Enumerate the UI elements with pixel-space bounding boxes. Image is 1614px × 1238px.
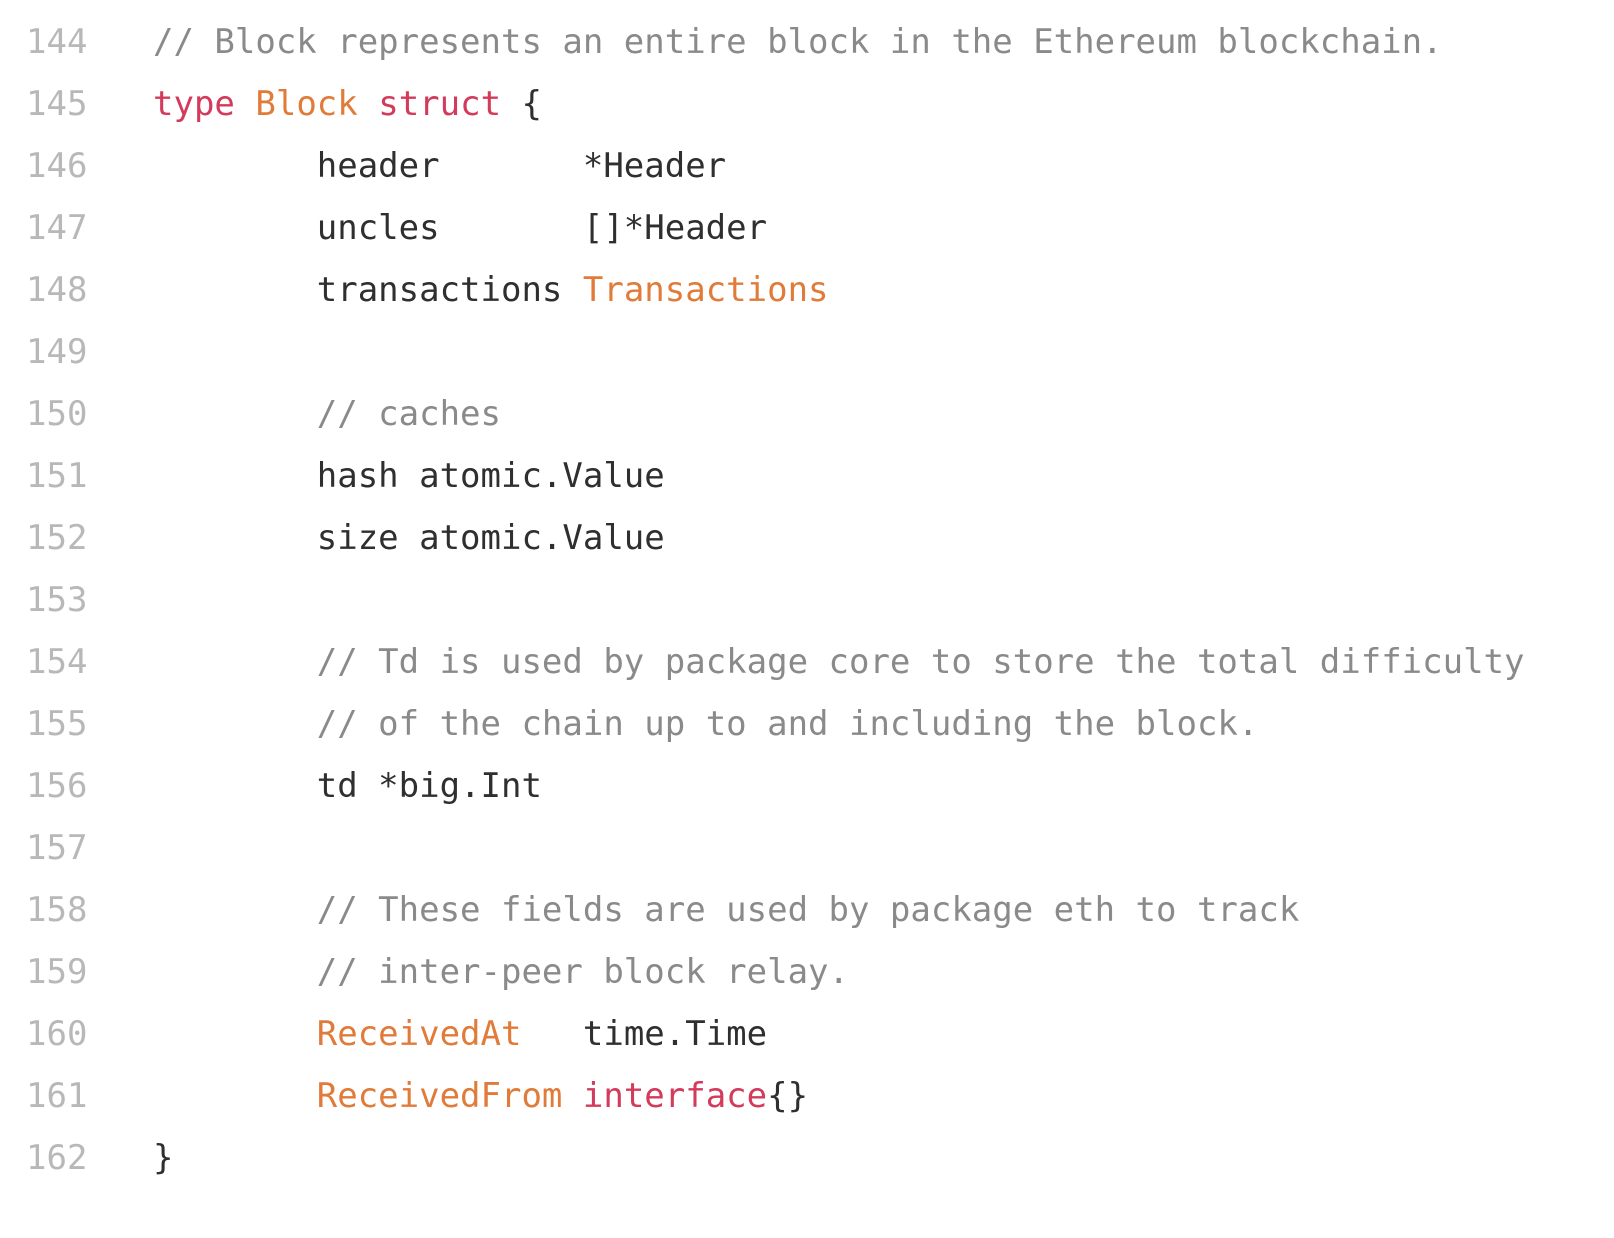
line-code: header *Header — [153, 134, 726, 198]
line-code: // inter-peer block relay. — [153, 940, 849, 1004]
code-token-plain: {} — [767, 1076, 809, 1116]
code-token-plain: time.Time — [521, 1014, 768, 1054]
code-line[interactable]: 152 size atomic.Value — [0, 506, 1614, 570]
code-token-comment: // Td is used by package core to store t… — [316, 642, 1525, 682]
code-line[interactable]: 162} — [0, 1126, 1614, 1190]
line-number: 160 — [26, 1014, 88, 1054]
line-number: 148 — [26, 270, 88, 310]
code-line[interactable]: 160 ReceivedAt time.Time — [0, 1002, 1614, 1066]
code-line[interactable]: 158 // These fields are used by package … — [0, 878, 1614, 942]
code-token-plain — [358, 84, 378, 124]
line-number: 149 — [26, 332, 88, 372]
code-line[interactable]: 157 — [0, 816, 1614, 880]
line-code: } — [153, 1126, 173, 1190]
code-token-plain — [153, 394, 317, 434]
line-number: 145 — [26, 84, 88, 124]
line-number: 162 — [26, 1138, 88, 1178]
line-number: 153 — [26, 580, 88, 620]
line-number: 152 — [26, 518, 88, 558]
code-line[interactable]: 149 — [0, 320, 1614, 384]
code-token-keyword: struct — [378, 84, 502, 124]
code-token-plain — [562, 1076, 582, 1116]
code-token-plain — [153, 642, 317, 682]
line-number: 150 — [26, 394, 88, 434]
code-line[interactable]: 161 ReceivedFrom interface{} — [0, 1064, 1614, 1128]
code-token-keyword: interface — [582, 1076, 768, 1116]
code-token-type: ReceivedAt — [316, 1014, 522, 1054]
code-token-plain — [153, 1076, 317, 1116]
code-line[interactable]: 159 // inter-peer block relay. — [0, 940, 1614, 1004]
line-number: 144 — [26, 22, 88, 62]
line-number: 146 — [26, 146, 88, 186]
code-token-plain: transactions — [153, 270, 583, 310]
code-token-plain — [153, 704, 317, 744]
code-token-type: ReceivedFrom — [316, 1076, 563, 1116]
line-number: 161 — [26, 1076, 88, 1116]
code-line[interactable]: 156 td *big.Int — [0, 754, 1614, 818]
code-line[interactable]: 151 hash atomic.Value — [0, 444, 1614, 508]
code-token-plain: hash atomic.Value — [153, 456, 665, 496]
code-token-plain: } — [153, 1138, 174, 1178]
line-number: 159 — [26, 952, 88, 992]
code-token-plain: header *Header — [153, 146, 727, 186]
line-code: ReceivedAt time.Time — [153, 1002, 767, 1066]
line-number: 156 — [26, 766, 88, 806]
line-code: // Td is used by package core to store t… — [153, 630, 1525, 694]
code-token-plain: size atomic.Value — [153, 518, 665, 558]
code-token-type: Transactions — [582, 270, 829, 310]
code-token-comment: // These fields are used by package eth … — [316, 890, 1300, 930]
line-number: 158 — [26, 890, 88, 930]
code-line[interactable]: 154 // Td is used by package core to sto… — [0, 630, 1614, 694]
code-token-plain: td *big.Int — [153, 766, 542, 806]
code-token-plain: { — [501, 84, 542, 124]
line-number: 154 — [26, 642, 88, 682]
code-token-comment: // Block represents an entire block in t… — [153, 22, 1443, 62]
code-token-comment: // of the chain up to and including the … — [316, 704, 1259, 744]
line-number: 155 — [26, 704, 88, 744]
line-code: hash atomic.Value — [153, 444, 665, 508]
line-code: ReceivedFrom interface{} — [153, 1064, 808, 1128]
code-line[interactable]: 153 — [0, 568, 1614, 632]
code-token-comment: // caches — [316, 394, 501, 434]
line-code: transactions Transactions — [153, 258, 829, 322]
code-token-plain — [153, 952, 317, 992]
line-code: size atomic.Value — [153, 506, 665, 570]
code-line[interactable]: 146 header *Header — [0, 134, 1614, 198]
code-line[interactable]: 144 // Block represents an entire block i… — [0, 10, 1614, 74]
code-token-type: Block — [255, 84, 358, 124]
code-token-comment: // inter-peer block relay. — [316, 952, 849, 992]
code-line[interactable]: 148 transactions Transactions — [0, 258, 1614, 322]
line-code: // These fields are used by package eth … — [153, 878, 1300, 942]
code-line[interactable]: 147 uncles []*Header — [0, 196, 1614, 260]
line-code: // of the chain up to and including the … — [153, 692, 1259, 756]
code-line[interactable]: 145 type Block struct { — [0, 72, 1614, 136]
line-code: type Block struct { — [153, 72, 542, 136]
code-token-plain: uncles []*Header — [153, 208, 768, 248]
line-code: // Block represents an entire block in t… — [153, 10, 1443, 74]
line-number: 147 — [26, 208, 88, 248]
line-code: uncles []*Header — [153, 196, 767, 260]
code-line[interactable]: 150 // caches — [0, 382, 1614, 446]
code-token-plain — [153, 890, 317, 930]
line-number: 151 — [26, 456, 88, 496]
code-line[interactable]: 155 // of the chain up to and including … — [0, 692, 1614, 756]
code-token-plain — [153, 1014, 317, 1054]
code-token-plain — [235, 84, 255, 124]
line-code: td *big.Int — [153, 754, 542, 818]
code-token-keyword: type — [153, 84, 235, 124]
line-code: // caches — [153, 382, 501, 446]
line-number: 157 — [26, 828, 88, 868]
